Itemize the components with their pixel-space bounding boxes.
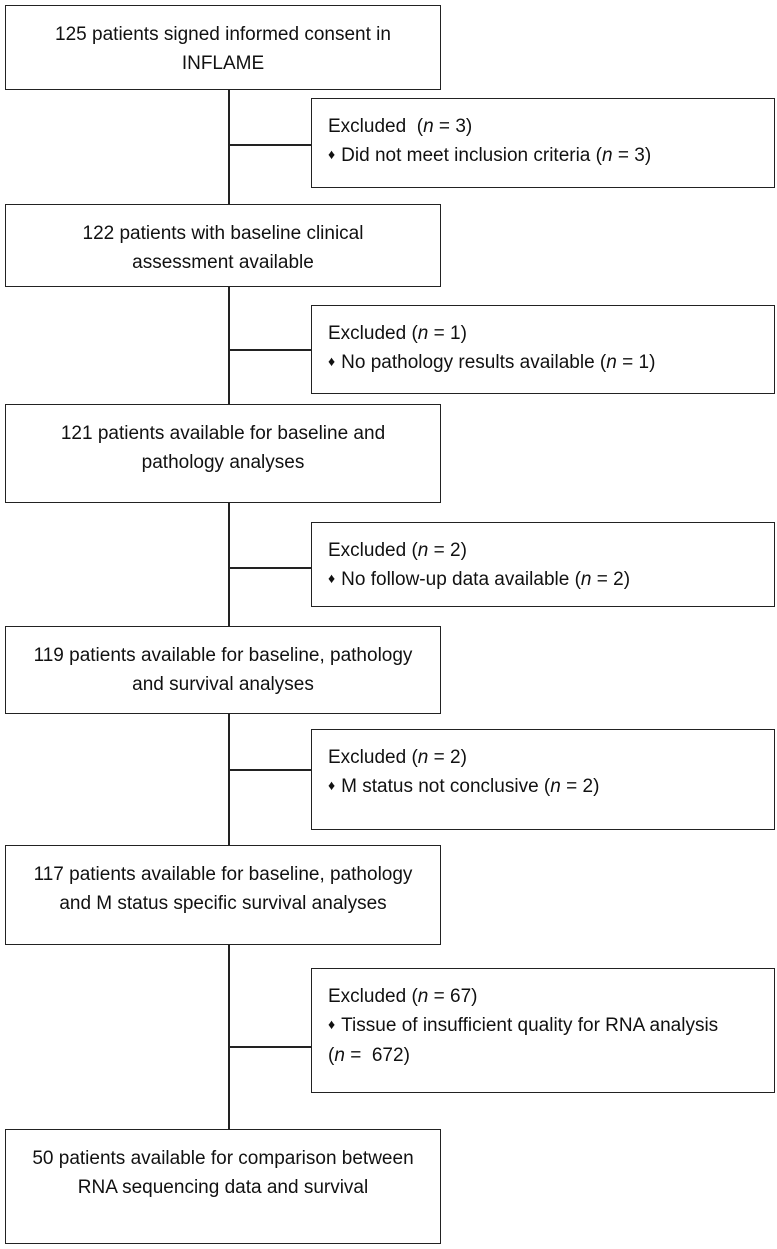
flow-step-text: and M status specific survival analyses [59,893,387,914]
flow-step-text: 50 patients available for comparison bet… [32,1148,414,1169]
exclusion-branch-line [228,349,312,351]
flow-connector-line [228,944,230,1129]
exclusion-header: Excluded (n = 2) [328,540,467,561]
exclusion-reason: ♦No pathology results available (n = 1) [328,352,656,373]
flow-step-text: 119 patients available for baseline, pat… [33,645,413,666]
exclusion-header: Excluded (n = 2) [328,747,467,768]
flow-step-box-3: 121 patients available for baseline and … [5,404,441,503]
flow-connector-line [228,89,230,204]
flow-step-text: INFLAME [181,53,265,74]
exclusion-branch-line [228,769,312,771]
flow-step-text: 121 patients available for baseline and [60,423,386,444]
flow-connector-line [228,286,230,404]
diamond-bullet-icon: ♦ [328,353,336,369]
flow-step-text: assessment available [132,252,314,273]
flow-connector-line [228,713,230,845]
exclusion-box-2: Excluded (n = 1) ♦No pathology results a… [311,305,775,394]
exclusion-branch-line [228,144,312,146]
diamond-bullet-icon: ♦ [328,777,336,793]
diamond-bullet-icon: ♦ [328,570,336,586]
exclusion-box-1: Excluded (n = 3) ♦Did not meet inclusion… [311,98,775,188]
exclusion-branch-line [228,1046,312,1048]
flow-step-box-6: 50 patients available for comparison bet… [5,1129,441,1244]
flow-step-box-5: 117 patients available for baseline, pat… [5,845,441,945]
exclusion-header: Excluded (n = 67) [328,986,478,1007]
exclusion-header: Excluded (n = 1) [328,323,467,344]
flow-step-text: 125 patients signed informed consent in [55,24,391,45]
flow-step-box-2: 122 patients with baseline clinical asse… [5,204,441,287]
exclusion-reason: ♦No follow-up data available (n = 2) [328,569,631,590]
flow-step-text: 122 patients with baseline clinical [82,223,364,244]
flow-step-text: pathology analyses [141,452,305,473]
diamond-bullet-icon: ♦ [328,146,336,162]
flow-connector-line [228,502,230,626]
exclusion-branch-line [228,567,312,569]
exclusion-box-5: Excluded (n = 67) ♦Tissue of insufficien… [311,968,775,1093]
flow-step-box-4: 119 patients available for baseline, pat… [5,626,441,714]
diamond-bullet-icon: ♦ [328,1016,336,1032]
exclusion-reason: ♦Tissue of insufficient quality for RNA … [328,1015,719,1036]
exclusion-box-4: Excluded (n = 2) ♦M status not conclusiv… [311,729,775,830]
exclusion-reason: ♦M status not conclusive (n = 2) [328,776,600,797]
flow-step-text: and survival analyses [132,674,314,695]
flow-step-text: 117 patients available for baseline, pat… [33,864,413,885]
flow-step-box-1: 125 patients signed informed consent in … [5,5,441,90]
exclusion-header: Excluded (n = 3) [328,116,473,137]
exclusion-reason: ♦Did not meet inclusion criteria (n = 3) [328,145,652,166]
exclusion-reason-count: (n = 672) [328,1045,410,1066]
flow-step-text: RNA sequencing data and survival [77,1177,369,1198]
exclusion-box-3: Excluded (n = 2) ♦No follow-up data avai… [311,522,775,607]
